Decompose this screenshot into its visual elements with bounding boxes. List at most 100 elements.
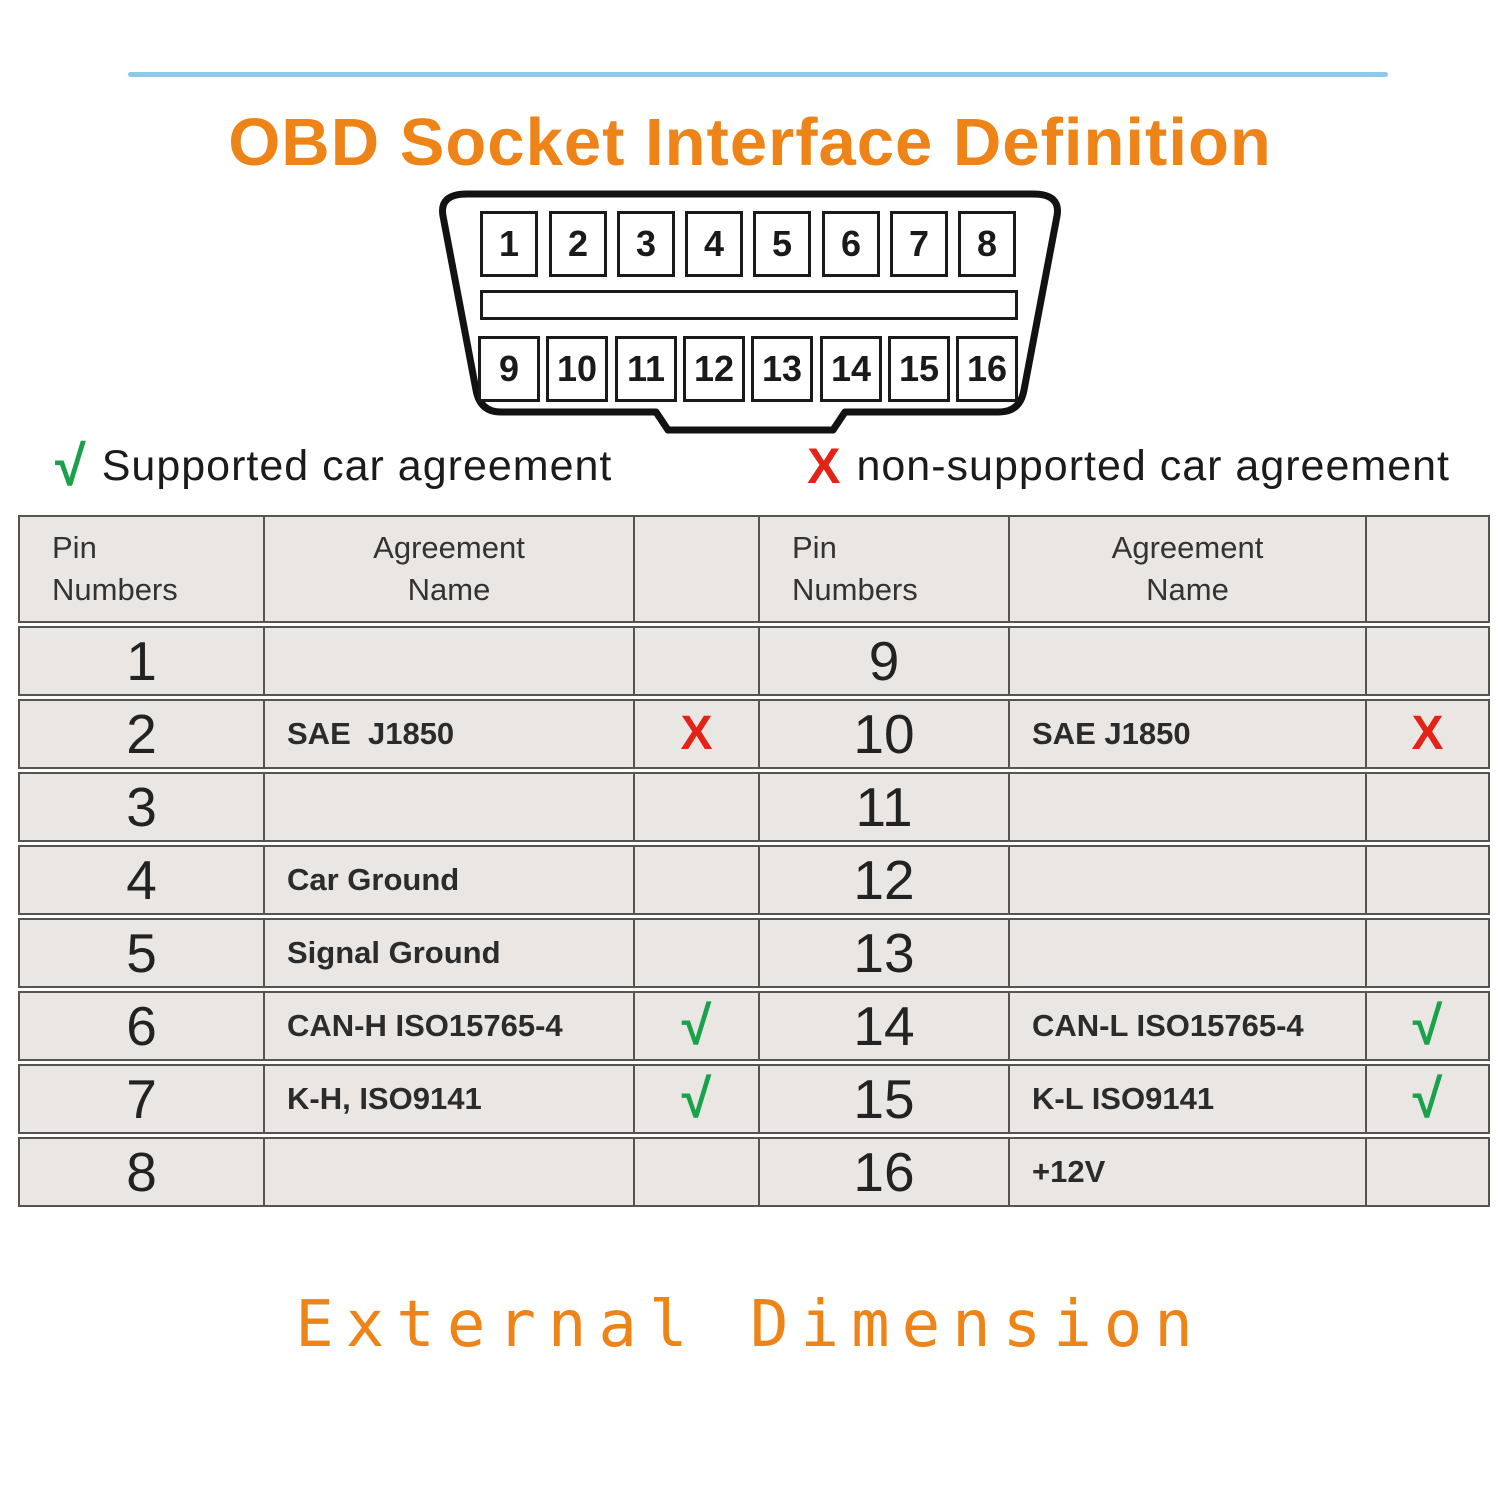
table-row: 5 Signal Ground 13 [18,918,1490,988]
legend-supported-label: Supported car agreement [101,441,613,490]
page-title: OBD Socket Interface Definition [228,105,1272,180]
table-row: 8 16 +12V [18,1137,1490,1207]
table-header-row: Pin Numbers Agreement Name Pin Numbers A… [18,515,1490,623]
agreement-name-cell: K-L ISO9141 [1008,1064,1365,1134]
pin-13: 13 [751,336,813,402]
agreement-name-cell [1008,845,1365,915]
pin-number-cell: 13 [758,918,1008,988]
table-row: 1 9 [18,626,1490,696]
status-cell [633,626,758,696]
status-cell [1365,1137,1490,1207]
pin-10: 10 [546,336,608,402]
pin-number-cell: 16 [758,1137,1008,1207]
status-cell [633,772,758,842]
agreement-name-cell: K-H, ISO9141 [263,1064,633,1134]
agreement-name-cell: CAN-L ISO15765-4 [1008,991,1365,1061]
pin-14: 14 [820,336,882,402]
status-cell [633,845,758,915]
status-cell: X [633,699,758,769]
agreement-name-cell: Signal Ground [263,918,633,988]
pin-3: 3 [617,211,675,277]
agreement-name-cell [1008,918,1365,988]
header-text: Pin [792,530,837,566]
pin-number-cell: 3 [18,772,263,842]
header-text: Numbers [52,572,178,607]
top-divider-line [128,72,1388,77]
legend-supported: √ Supported car agreement [55,438,612,494]
pin-number-cell: 6 [18,991,263,1061]
agreement-name-cell: SAE J1850 [263,699,633,769]
status-cell: √ [633,1064,758,1134]
agreement-name-header-right: Agreement Name [1008,515,1365,623]
obd-connector-diagram: 1 2 3 4 5 6 7 8 9 10 11 12 13 14 15 16 [425,186,1075,436]
status-cell [1365,845,1490,915]
legend: √ Supported car agreement X non-supporte… [55,438,1450,494]
header-text: Numbers [792,572,918,607]
pin-number-cell: 9 [758,626,1008,696]
agreement-name-cell: Car Ground [263,845,633,915]
pin-number-cell: 14 [758,991,1008,1061]
pin-1: 1 [480,211,538,277]
external-dimension-title: External Dimension [295,1288,1205,1362]
agreement-name-cell: SAE J1850 [1008,699,1365,769]
header-text: Name [407,572,491,607]
pin-number-cell: 2 [18,699,263,769]
pin-16: 16 [956,336,1018,402]
pin-11: 11 [615,336,677,402]
status-cell [633,918,758,988]
pin-number-cell: 15 [758,1064,1008,1134]
table-row: 6 CAN-H ISO15765-4 √ 14 CAN-L ISO15765-4… [18,991,1490,1061]
pin-4: 4 [685,211,743,277]
status-cell [1365,772,1490,842]
agreement-name-cell [263,626,633,696]
pin-number-cell: 10 [758,699,1008,769]
pin-9: 9 [478,336,540,402]
agreement-name-cell: +12V [1008,1137,1365,1207]
header-text: Agreement [1111,530,1264,566]
header-text: Agreement [373,530,525,566]
connector-slot [480,290,1018,320]
agreement-name-header-left: Agreement Name [263,515,633,623]
status-header-left [633,515,758,623]
agreement-name-cell [263,772,633,842]
header-text: Name [1146,572,1229,607]
check-icon: √ [55,434,86,497]
status-cell [1365,918,1490,988]
legend-unsupported: X non-supported car agreement [807,441,1450,491]
pin-number-cell: 11 [758,772,1008,842]
agreement-name-cell [263,1137,633,1207]
cross-icon: X [807,438,841,494]
agreement-name-cell: CAN-H ISO15765-4 [263,991,633,1061]
pin-2: 2 [549,211,607,277]
pin-numbers-header-right: Pin Numbers [758,515,1008,623]
pin-7: 7 [890,211,948,277]
status-cell: √ [1365,1064,1490,1134]
pin-6: 6 [822,211,880,277]
pin-8: 8 [958,211,1016,277]
pin-number-cell: 5 [18,918,263,988]
pin-5: 5 [753,211,811,277]
pin-number-cell: 12 [758,845,1008,915]
table-row: 2 SAE J1850 X 10 SAE J1850 X [18,699,1490,769]
pin-definition-table: Pin Numbers Agreement Name Pin Numbers A… [18,512,1490,1210]
pin-numbers-header-left: Pin Numbers [18,515,263,623]
pin-number-cell: 7 [18,1064,263,1134]
pin-15: 15 [888,336,950,402]
status-cell: √ [1365,991,1490,1061]
pin-number-cell: 4 [18,845,263,915]
status-cell [633,1137,758,1207]
legend-unsupported-label: non-supported car agreement [856,441,1450,490]
agreement-name-cell [1008,772,1365,842]
pin-number-cell: 8 [18,1137,263,1207]
table-row: 7 K-H, ISO9141 √ 15 K-L ISO9141 √ [18,1064,1490,1134]
table-row: 4 Car Ground 12 [18,845,1490,915]
header-text: Pin [52,530,97,566]
agreement-name-cell [1008,626,1365,696]
status-cell: X [1365,699,1490,769]
status-cell: √ [633,991,758,1061]
pin-12: 12 [683,336,745,402]
table-row: 3 11 [18,772,1490,842]
status-cell [1365,626,1490,696]
status-header-right [1365,515,1490,623]
